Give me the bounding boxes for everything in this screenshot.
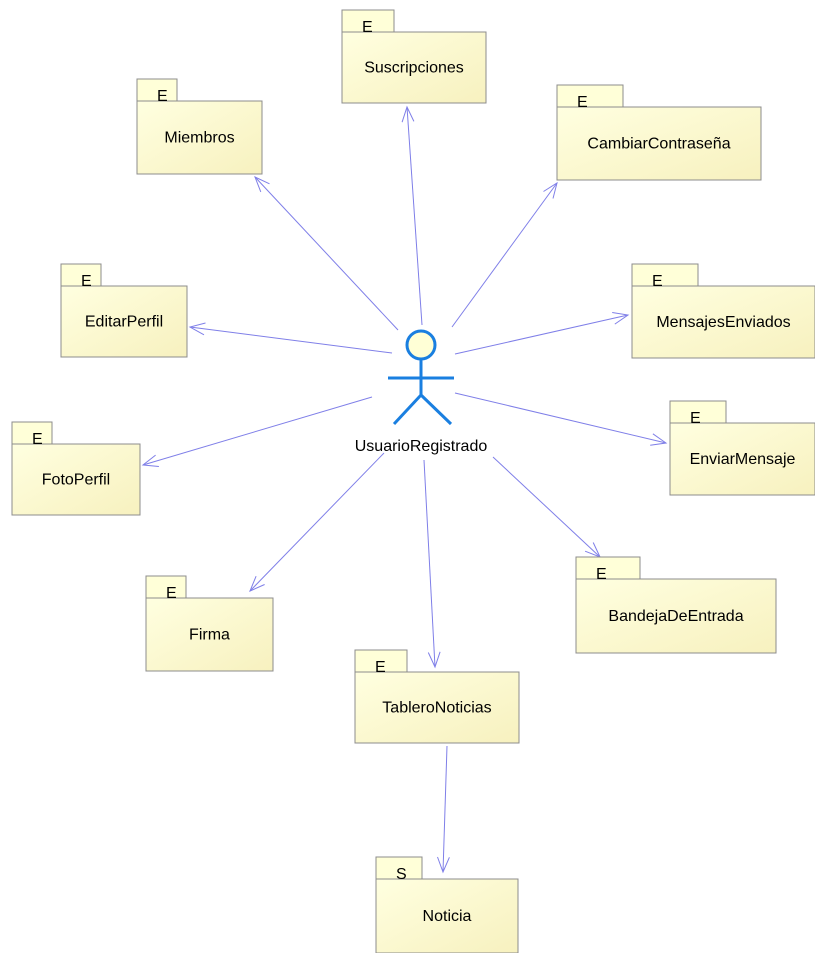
actor-right-leg bbox=[419, 393, 453, 426]
package-stereotype: E bbox=[690, 410, 701, 427]
actor-head bbox=[405, 329, 437, 361]
dependency-edges bbox=[141, 105, 668, 874]
edge-actor-to-bandeja-de-entrada bbox=[492, 456, 601, 558]
package-name: FotoPerfil bbox=[42, 472, 110, 489]
edge-actor-to-tablero-noticias bbox=[423, 459, 441, 669]
package-body bbox=[341, 31, 487, 104]
arrowhead bbox=[437, 856, 450, 874]
package-name: EnviarMensaje bbox=[690, 451, 796, 468]
package-cambiar-contrasena[interactable]: E CambiarContraseña bbox=[556, 84, 762, 181]
package-name: Miembros bbox=[164, 130, 234, 147]
arrowhead bbox=[427, 651, 441, 669]
package-stereotype: E bbox=[375, 659, 386, 676]
package-tab bbox=[631, 263, 699, 287]
package-tablero-noticias[interactable]: E TableroNoticias bbox=[354, 649, 520, 744]
edge-line bbox=[442, 745, 448, 873]
actor-name[interactable]: UsuarioRegistrado bbox=[355, 438, 488, 455]
arrowhead bbox=[401, 105, 415, 123]
edge-line bbox=[454, 392, 667, 444]
edge-actor-to-cambiar-contrasena bbox=[451, 181, 558, 328]
package-name: CambiarContraseña bbox=[587, 136, 730, 153]
package-bandeja-de-entrada[interactable]: E BandejaDeEntrada bbox=[575, 556, 777, 654]
package-stereotype: E bbox=[166, 585, 177, 602]
edge-line bbox=[454, 314, 629, 355]
edge-line bbox=[249, 452, 385, 592]
package-foto-perfil[interactable]: E FotoPerfil bbox=[11, 421, 141, 516]
package-name: BandejaDeEntrada bbox=[608, 608, 743, 625]
package-body bbox=[11, 443, 141, 516]
package-stereotype: E bbox=[577, 94, 588, 111]
packages: ESuscripcionesEMiembrosECambiarContraseñ… bbox=[11, 9, 815, 953]
arrowhead bbox=[249, 576, 265, 592]
edge-actor-to-miembros bbox=[254, 176, 399, 331]
edge-tablero-noticias-to-noticia bbox=[437, 745, 450, 874]
package-stereotype: E bbox=[81, 273, 92, 290]
package-name: TableroNoticias bbox=[382, 700, 491, 717]
package-name: Noticia bbox=[423, 908, 472, 925]
package-suscripciones[interactable]: E Suscripciones bbox=[341, 9, 487, 104]
package-body bbox=[375, 878, 519, 953]
package-editar-perfil[interactable]: E EditarPerfil bbox=[60, 263, 188, 358]
package-stereotype: E bbox=[652, 273, 663, 290]
package-stereotype: E bbox=[32, 431, 43, 448]
package-stereotype: E bbox=[596, 566, 607, 583]
edge-actor-to-editar-perfil bbox=[188, 322, 393, 354]
package-name: Firma bbox=[189, 627, 230, 644]
package-name: Suscripciones bbox=[364, 60, 464, 77]
package-mensajes-enviados[interactable]: E MensajesEnviados bbox=[631, 263, 815, 359]
arrowhead bbox=[612, 312, 630, 325]
package-stereotype: E bbox=[157, 88, 168, 105]
package-tab bbox=[575, 556, 641, 580]
arrowhead bbox=[254, 176, 270, 193]
edge-line bbox=[189, 326, 393, 354]
package-body bbox=[631, 285, 815, 359]
edge-line bbox=[492, 456, 601, 558]
arrowhead bbox=[188, 322, 206, 336]
arrowhead bbox=[543, 181, 558, 199]
package-body bbox=[136, 100, 263, 175]
package-body bbox=[60, 285, 188, 358]
edge-line bbox=[406, 106, 423, 326]
edge-line bbox=[451, 182, 558, 328]
actor-left-leg bbox=[392, 393, 423, 426]
arrowhead bbox=[650, 433, 668, 446]
package-stereotype: E bbox=[362, 19, 373, 36]
actor: UsuarioRegistrado bbox=[355, 329, 488, 455]
package-body bbox=[354, 671, 520, 744]
package-body bbox=[669, 422, 815, 496]
edge-actor-to-suscripciones bbox=[401, 105, 423, 326]
edge-actor-to-enviar-mensaje bbox=[454, 392, 668, 446]
package-noticia[interactable]: S Noticia bbox=[375, 856, 519, 953]
package-name: EditarPerfil bbox=[85, 314, 163, 331]
package-miembros[interactable]: E Miembros bbox=[136, 78, 263, 175]
package-enviar-mensaje[interactable]: E EnviarMensaje bbox=[669, 400, 815, 496]
package-firma[interactable]: E Firma bbox=[145, 575, 274, 672]
edge-line bbox=[423, 459, 436, 668]
edge-line bbox=[254, 176, 399, 331]
edge-actor-to-firma bbox=[249, 452, 385, 592]
package-name: MensajesEnviados bbox=[656, 314, 790, 331]
package-body bbox=[556, 106, 762, 181]
package-body bbox=[575, 578, 777, 654]
edge-actor-to-foto-perfil bbox=[141, 396, 373, 467]
package-body bbox=[145, 597, 274, 672]
package-tab bbox=[556, 84, 624, 108]
edge-actor-to-mensajes-enviados bbox=[454, 312, 630, 355]
arrowhead bbox=[141, 454, 159, 467]
edge-line bbox=[142, 396, 373, 466]
package-stereotype: S bbox=[396, 866, 407, 883]
